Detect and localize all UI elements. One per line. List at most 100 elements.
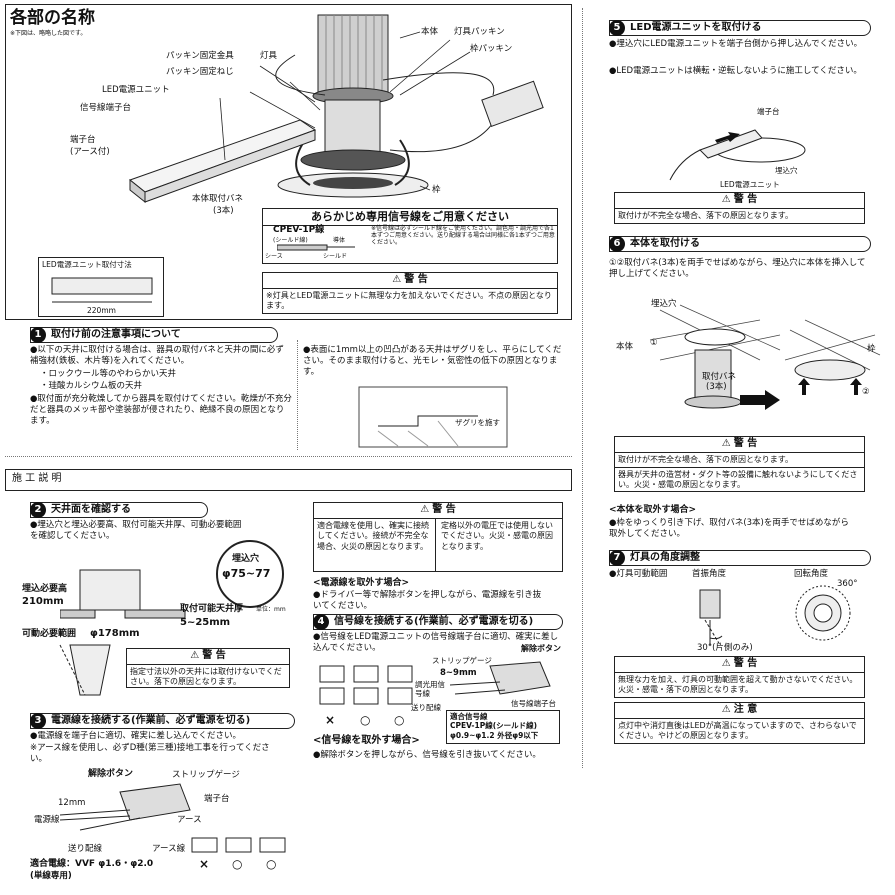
s3-strip: ストリップゲージ: [172, 770, 240, 780]
step3-header: 3 電源線を接続する(作業前、必ず電源を切る): [30, 713, 295, 729]
step6-text: ①②取付バネ(3本)を両手でせばめながら、埋込穴に本体を挿入して押し上げてくださ…: [609, 258, 866, 280]
hole-circle: [216, 540, 284, 608]
label-led-unit: LED電源ユニット: [102, 85, 170, 95]
s7-deg360: 360°: [837, 579, 858, 589]
step1-b1b: ・珪酸カルシウム板の天井: [40, 381, 143, 391]
s7-rot: 回転角度: [794, 569, 829, 579]
step7-header: 7 灯具の角度調整: [609, 550, 871, 566]
label-packing-plate: パッキン固定金具: [166, 51, 234, 61]
step2-text: ●埋込穴と埋込必要高、取付可能天井厚、可動必要範囲を確認してください。: [30, 520, 242, 542]
s4-fit-l1: CPEV-1P線(シールド線): [450, 721, 538, 731]
dim-box-title: LED電源ユニット取付寸法: [42, 260, 132, 269]
height-value: 210mm: [22, 596, 64, 607]
s4-fit-box: 適合信号線 CPEV-1P線(シールド線) φ0.9~φ1.2 外径φ9以下: [446, 710, 560, 744]
step2-title: 天井面を確認する: [51, 503, 131, 515]
warning-icon: ⚠: [721, 194, 731, 205]
s5-hole: 埋込穴: [775, 166, 798, 175]
s4-feed: 送り配線: [411, 703, 441, 712]
s6-spring-n: (3本): [706, 382, 727, 392]
s3-earth: アース: [177, 815, 202, 825]
step3-title: 電源線を接続する(作業前、必ず電源を切る): [51, 714, 251, 726]
s3-fit: 適合電線：VVF φ1.6・φ2.0: [30, 859, 154, 869]
caution7-text: 点灯中や消灯直後はLEDが高温になっていますので、さわらないでください。やけどの…: [618, 720, 857, 740]
step7-title: 灯具の角度調整: [630, 551, 700, 563]
step5-title: LED電源ユニットを取付ける: [630, 21, 762, 33]
rm-body-text: ●枠をゆっくり引き下げ、取付バネ(3本)を両手でせばめながら取外してください。: [609, 518, 849, 540]
section-frame: [5, 469, 572, 491]
warn2: ⚠警 告 指定寸法以外の天井には取付けないでください。落下の原因となります。: [126, 648, 290, 688]
s3-mark-3: ○: [266, 857, 277, 871]
dim-box: LED電源ユニット取付寸法 220mm: [38, 257, 164, 317]
step7-number: 7: [609, 550, 625, 566]
rm-signal-title: <信号線を取外す場合>: [313, 735, 420, 746]
s4-strip: ストリップゲージ: [432, 656, 492, 665]
warning-icon: ⚠: [721, 658, 731, 669]
thick-label: 取付可能天井厚: [180, 604, 244, 614]
s4-mark-2: ○: [360, 713, 371, 727]
step1-title: 取付け前の注意事項について: [51, 328, 181, 340]
cable-shield: シールド: [323, 253, 348, 260]
s3-power: 電源線: [34, 815, 60, 825]
s7-range: ●灯具可動範囲: [609, 569, 668, 579]
s4-dim-signal: 調光用信号線: [415, 680, 445, 699]
s3-terminal: 端子台: [204, 794, 230, 804]
height-label: 埋込必要高: [22, 584, 68, 594]
label-lamp: 灯具: [260, 51, 278, 61]
s6-c1: ①: [650, 338, 658, 348]
rm-signal-text: ●解除ボタンを押しながら、信号線を引き抜いてください。: [313, 750, 541, 760]
fixture-illustration: [128, 14, 544, 204]
cable-name: CPEV-1P線: [273, 225, 325, 235]
s6-body: 本体: [616, 342, 634, 352]
divider-section: [5, 456, 572, 457]
warning-icon: ⚠: [392, 274, 402, 285]
s4-sig-terminal: 信号線端子台: [511, 699, 556, 708]
label-frame: 枠: [432, 185, 441, 195]
s7-deg30: 30°(片側のみ): [697, 643, 753, 653]
s5-unit: LED電源ユニット: [720, 180, 780, 189]
s3-terminal-examples: [191, 837, 286, 853]
s3-len: 12mm: [58, 798, 86, 808]
step1-b1a: ・ロックウール等のやわらかい天井: [40, 369, 177, 379]
warn7-title: 警 告: [733, 658, 758, 669]
label-packing-screw: パッキン固定ねじ: [166, 67, 234, 77]
cable-box: あらかじめ専用信号線をご用意ください CPEV-1P線 (シールド線) 導体 シ…: [262, 208, 558, 264]
label-body: 本体: [421, 27, 439, 37]
parts-note: ※下図は、略略した図です。: [10, 30, 87, 37]
s3-feed: 送り配線: [68, 844, 103, 854]
body-insert-drawing: [649, 304, 881, 410]
step4-number: 4: [313, 614, 329, 630]
divider-right: [582, 8, 583, 768]
step5-number: 5: [609, 20, 625, 36]
step1-header: 1 取付け前の注意事項について: [30, 327, 278, 343]
step1-b2: ●取付面が充分乾燥してから器具を取付けてください。乾燥が不充分だと器具のメッキ部…: [30, 394, 292, 427]
step5-b2: ●LED電源ユニットは横転・逆転しないように施工してください。: [609, 66, 862, 76]
warn2-title: 警 告: [202, 650, 226, 661]
s3-earth-wire: アース線: [152, 844, 186, 854]
s3-mark-2: ○: [232, 857, 243, 871]
s6-c2: ②: [862, 387, 870, 397]
parts-title: 各部の名称: [10, 8, 95, 28]
label-earth: (アース付): [70, 147, 110, 157]
hole-dim: φ75~77: [222, 567, 271, 580]
label-spring: 本体取付バネ: [192, 194, 244, 204]
s3-fit2: (単線専用): [30, 871, 72, 881]
s4-release: 解除ボタン: [521, 644, 561, 653]
s3-mark-1: ×: [199, 857, 210, 871]
warning-icon: ⚠: [420, 504, 430, 515]
zaguri-drawing: [358, 386, 508, 448]
step6-number: 6: [609, 236, 625, 252]
caution7-title: 注 意: [733, 704, 758, 715]
cable-sheath: シース: [265, 253, 283, 260]
s4-fit-l2: φ0.9~φ1.2 外径φ9以下: [450, 730, 539, 740]
warn6-l2: 器具が天井の造営材・ダクト等の設備に触れないようにしてください。火災・感電の原因…: [618, 469, 858, 490]
label-signal-terminal: 信号線端子台: [80, 103, 132, 113]
step5-header: 5 LED電源ユニットを取付ける: [609, 20, 871, 36]
step1-number: 1: [30, 327, 46, 343]
s6-spring: 取付バネ: [702, 372, 737, 382]
step3-number: 3: [30, 713, 46, 729]
s5-terminal: 端子台: [757, 107, 780, 116]
warning-icon: ⚠: [190, 650, 200, 661]
label-frame-packing: 枠パッキン: [470, 44, 513, 54]
